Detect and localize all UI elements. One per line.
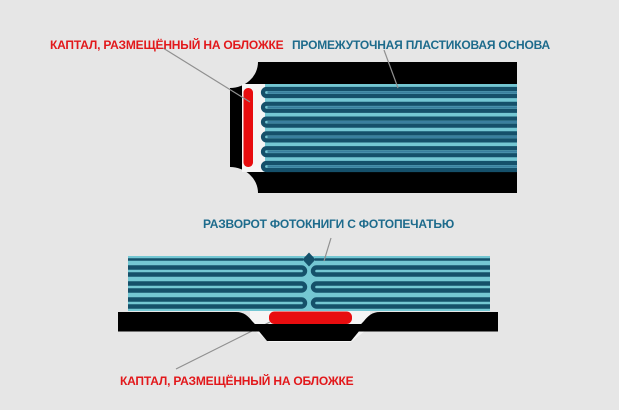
page-stripe [260,116,517,128]
leader-line-spread [323,237,332,262]
leader-line-kaptal-top [162,47,251,103]
gutter-fold-diamond [302,252,316,267]
page-stripe [260,101,517,113]
closed-book-cross-section [230,62,517,193]
cover-board-left [118,312,262,332]
spread-page-fold [310,265,490,277]
page-stripe [260,160,517,173]
page-block [265,84,517,172]
plastic-base-stripes [260,86,517,173]
page-stripe [260,86,517,99]
spread-page-fold [310,281,490,293]
spread-page-fold [310,297,490,309]
spread-pages-right [310,265,490,309]
label-kaptal-on-cover-top: КАПТАЛ, РАЗМЕЩЁННЫЙ НА ОБЛОЖКЕ [50,38,284,52]
cover-board-right [354,312,498,332]
leader-line-plastic-base [383,49,399,89]
label-photobook-spread: РАЗВОРОТ ФОТОКНИГИ С ФОТОПЕЧАТЬЮ [203,217,454,231]
kaptal-bar-spine [243,88,253,167]
spread-page-fold [128,265,308,277]
label-intermediate-plastic-base: ПРОМЕЖУТОЧНАЯ ПЛАСТИКОВАЯ ОСНОВА [292,38,550,52]
plastic-base-stripe-cores [267,91,517,168]
label-kaptal-on-cover-bottom: КАПТАЛ, РАЗМЕЩЁННЫЙ НА ОБЛОЖКЕ [120,374,354,388]
kaptal-bar-cover [269,311,352,324]
leader-lines [162,47,399,262]
spread-pages-left [128,265,308,309]
spread-page-fold [128,281,308,293]
cover-spine-plate [253,324,365,341]
open-spread-cross-section [118,252,498,370]
spread-page-fold [128,297,308,309]
page-stripe [260,146,517,158]
page-stripe [260,131,517,143]
